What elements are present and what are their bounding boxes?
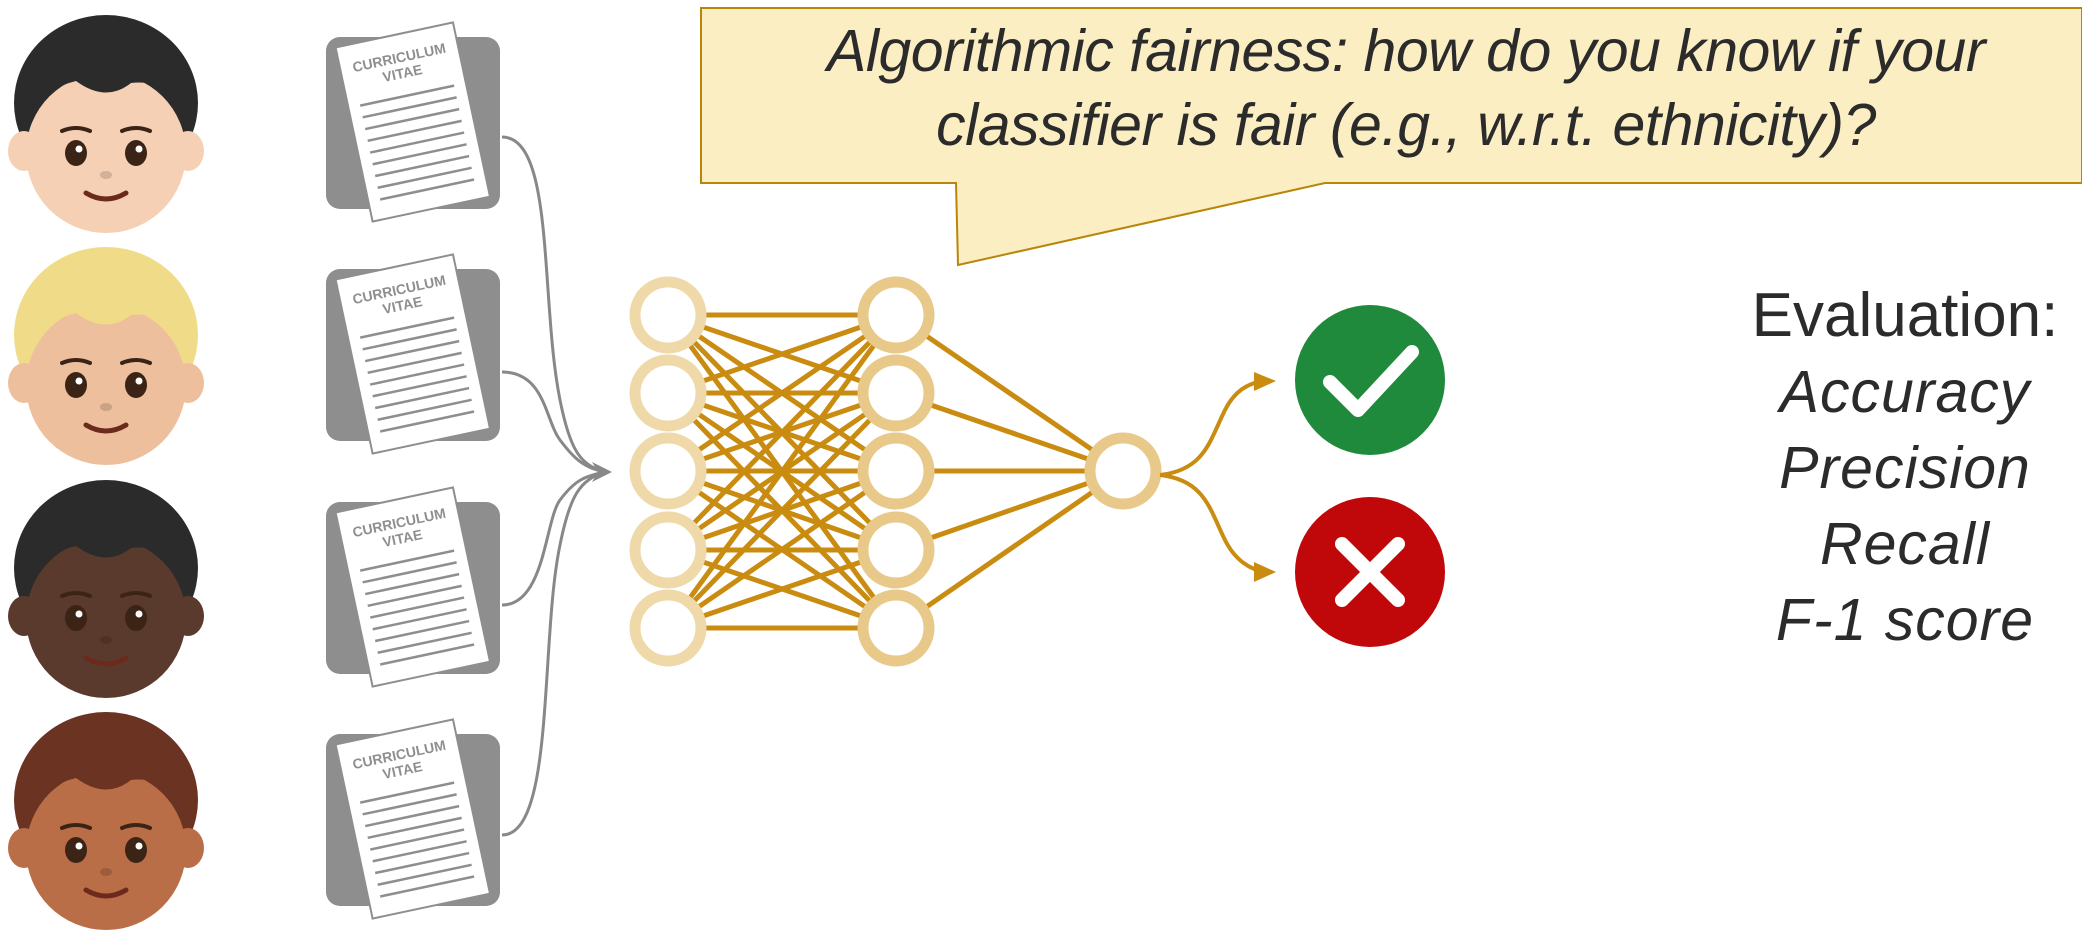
connector-line [501, 470, 606, 607]
network-nodes [629, 276, 1162, 667]
arrow-to-reject [1159, 473, 1267, 574]
network-edge [895, 390, 1124, 474]
arrowhead-icon [592, 462, 612, 482]
person-icon [8, 247, 204, 465]
evaluation-title: Evaluation [1751, 281, 2042, 350]
network-node [857, 589, 935, 667]
network-node [629, 354, 707, 432]
callout-text: Algorithmic fairness: how do you know if… [736, 14, 2076, 162]
person-icon [8, 712, 204, 930]
arrowhead-icon [1254, 562, 1276, 582]
applicants-column [8, 15, 204, 930]
connector-line [501, 135, 606, 474]
network-node [629, 589, 707, 667]
network-edge [665, 313, 899, 630]
outputs [1295, 305, 1445, 647]
callout-line-2: classifier is fair (e.g., w.r.t. ethnici… [936, 92, 1876, 158]
network-edge [666, 391, 898, 630]
network-edge [667, 547, 897, 631]
network-edges [665, 312, 1125, 631]
network-node [857, 432, 935, 510]
connector-line [501, 370, 606, 474]
network-node [857, 354, 935, 432]
network-edge [894, 468, 1125, 631]
network-edge [666, 468, 898, 631]
evaluation-block: Evaluation: Accuracy Precision Recall F-… [1745, 278, 2065, 658]
network-edge [667, 312, 897, 396]
network-edge [666, 313, 898, 552]
network-node [629, 511, 707, 589]
network-edge [894, 312, 1125, 474]
arrow-to-accept [1159, 379, 1267, 477]
callout-line-1: Algorithmic fairness: how do you know if… [826, 18, 1986, 84]
output-arrows [1159, 372, 1276, 582]
evaluation-heading: Evaluation: [1745, 278, 2065, 354]
network-node [1084, 432, 1162, 510]
evaluation-colon: : [2041, 281, 2059, 350]
metric-f1: F-1 score [1775, 587, 2035, 653]
person-icon [8, 480, 204, 698]
network-node [629, 276, 707, 354]
network-node [629, 432, 707, 510]
cross-icon [1295, 497, 1445, 647]
input-connectors [501, 135, 612, 837]
arrowhead-icon [1254, 372, 1276, 391]
metric-accuracy: Accuracy [1779, 359, 2031, 425]
connector-line [501, 470, 606, 837]
network-node [857, 276, 935, 354]
metric-recall: Recall [1820, 511, 1990, 577]
person-icon [8, 15, 204, 233]
network-edge [895, 468, 1124, 553]
metric-precision: Precision [1779, 435, 2031, 501]
network-node [857, 511, 935, 589]
network-edge [666, 312, 898, 474]
checkmark-icon [1295, 305, 1445, 455]
callout-bubble [700, 7, 2082, 267]
